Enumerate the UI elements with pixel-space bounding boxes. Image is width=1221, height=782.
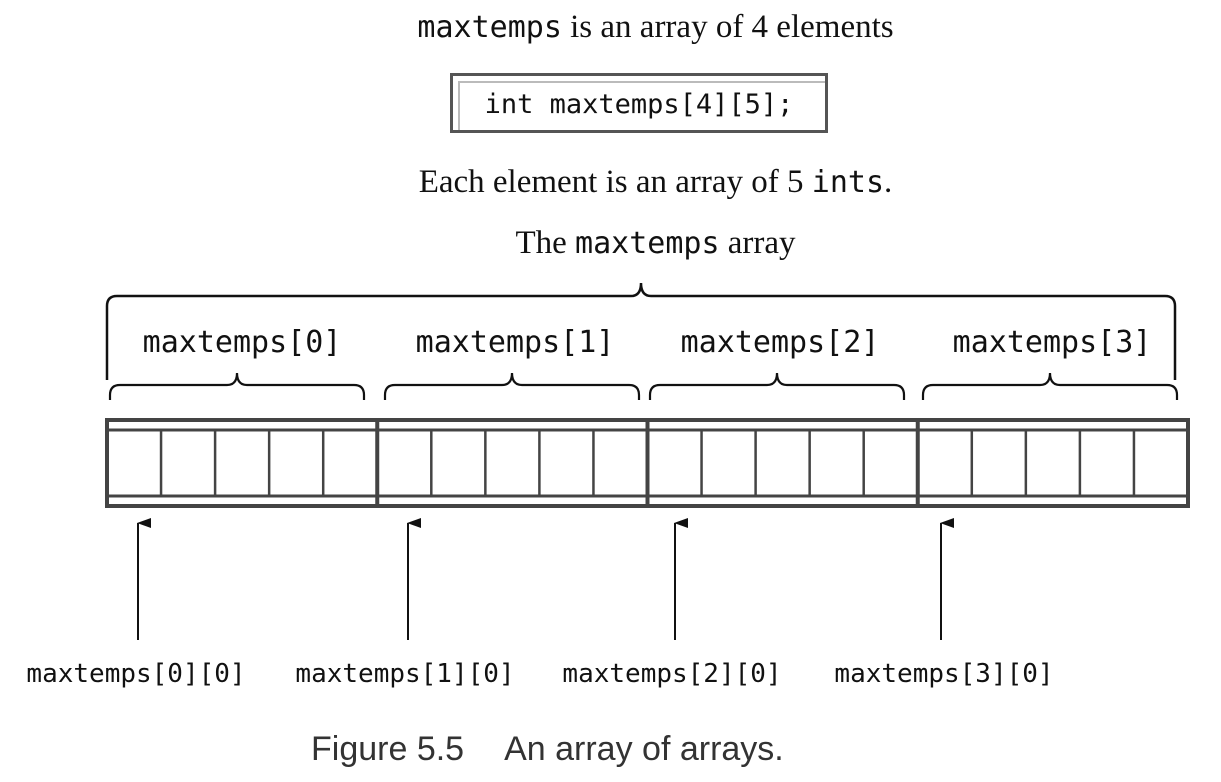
declaration-box: int maxtemps[4][5]; xyxy=(450,73,828,133)
inner-braces xyxy=(108,372,1179,400)
array-grid xyxy=(105,418,1190,508)
element-label-0: maxtemps[0] xyxy=(143,325,342,360)
pointer-label-3: maxtemps[3][0] xyxy=(834,659,1053,689)
top-description: maxtemps is an array of 4 elements xyxy=(0,9,1221,46)
element-label-3: maxtemps[3] xyxy=(953,325,1152,360)
outer-brace-path xyxy=(105,282,1177,380)
outer-brace xyxy=(105,282,1177,380)
element-labels: maxtemps[0] maxtemps[1] maxtemps[2] maxtemp… xyxy=(143,325,1152,360)
each-code: ints xyxy=(811,165,885,200)
title-prefix: The xyxy=(515,225,567,261)
element-description: Each element is an array of 5 ints. xyxy=(0,164,1221,201)
each-suffix: . xyxy=(884,164,893,200)
declaration-code: int maxtemps[4][5]; xyxy=(484,89,794,120)
pointer-label-0: maxtemps[0][0] xyxy=(26,659,245,689)
pointer-labels: maxtemps[0][0] maxtemps[1][0] maxtemps[2][… xyxy=(26,659,1053,689)
inner-brace-2 xyxy=(648,372,906,400)
title-suffix: array xyxy=(727,225,796,261)
caption-text: An array of arrays. xyxy=(504,730,784,768)
caption-number: Figure 5.5 xyxy=(311,730,465,768)
pointer-label-1: maxtemps[1][0] xyxy=(295,659,514,689)
top-code: maxtemps xyxy=(417,10,562,45)
figure-caption: Figure 5.5 An array of arrays. xyxy=(311,730,784,769)
element-label-2: maxtemps[2] xyxy=(681,325,880,360)
each-prefix: Each element is an array of 5 xyxy=(418,164,804,200)
pointer-label-2: maxtemps[2][0] xyxy=(562,659,781,689)
element-label-1: maxtemps[1] xyxy=(416,325,615,360)
declaration-box-bevel xyxy=(458,81,825,130)
title-code: maxtemps xyxy=(575,226,720,261)
inner-brace-3 xyxy=(921,372,1179,400)
inner-brace-0 xyxy=(108,372,366,400)
array-title: The maxtemps array xyxy=(0,225,1221,262)
pointer-arrows xyxy=(137,518,954,640)
inner-brace-1 xyxy=(383,372,641,400)
top-text: is an array of 4 elements xyxy=(570,9,894,45)
